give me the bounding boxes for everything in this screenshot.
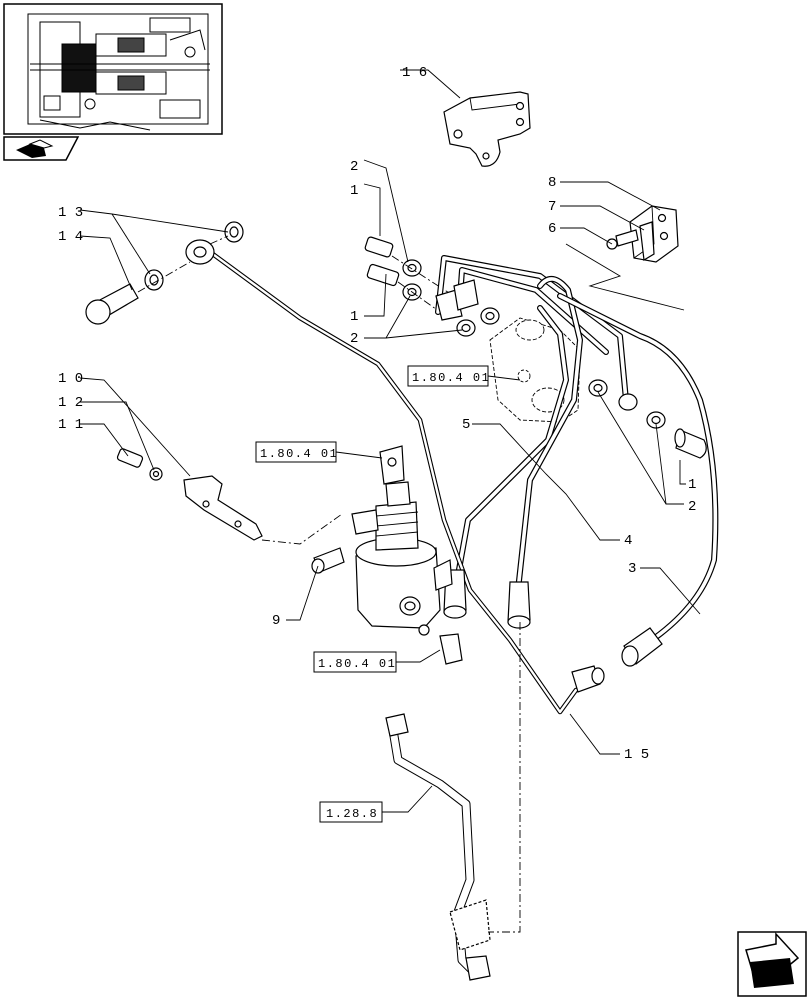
callout-2-upper: 2	[350, 159, 358, 175]
callout-7: 7	[548, 199, 556, 215]
part-8-clamp	[560, 181, 685, 311]
bracket-10-bolt-11-washer-12	[116, 448, 343, 545]
cylinder-assembly	[311, 445, 463, 665]
reference-box-c[interactable]: 1.80.4 01	[313, 649, 441, 673]
callout-2-right: 2	[688, 499, 696, 515]
callout-12: 1 2	[58, 395, 83, 411]
callout-15: 1 5	[624, 747, 649, 763]
reference-label: 1.28.8	[326, 807, 378, 821]
reference-box-b[interactable]: 1.80.4 01	[255, 441, 383, 463]
callout-16: 1 6	[402, 65, 427, 81]
callout-1-middle: 1	[350, 309, 358, 325]
valve-block-ghost	[489, 317, 581, 423]
callout-1-right: 1	[688, 477, 696, 493]
reference-box-d[interactable]: 1.28.8	[319, 785, 433, 823]
callout-4: 4	[624, 533, 632, 549]
reference-box-a[interactable]: 1.80.4 01	[407, 365, 521, 387]
callout-9: 9	[272, 613, 280, 629]
reference-label: 1.80.4 01	[260, 447, 338, 461]
callout-11: 1 1	[58, 417, 83, 433]
callout-5: 5	[462, 417, 470, 433]
callout-10: 1 0	[58, 371, 83, 387]
reference-label: 1.80.4 01	[412, 371, 490, 385]
callout-8: 8	[548, 175, 556, 191]
callout-2-middle: 2	[350, 331, 358, 347]
next-page-arrow-icon[interactable]	[737, 931, 807, 997]
previous-page-arrow-icon[interactable]	[3, 136, 80, 161]
pipe-fittings	[435, 279, 707, 693]
callout-3: 3	[628, 561, 636, 577]
assembly-thumbnail[interactable]	[3, 3, 223, 135]
reference-label: 1.80.4 01	[318, 657, 396, 671]
lower-pipe-1-28-8	[385, 622, 521, 981]
callout-1-upper: 1	[350, 183, 358, 199]
part-callouts: 1 6 8 7 6 2 1 1 3 1 4 1 2 1 0 1 2 1 1 5 …	[58, 65, 696, 763]
hydraulic-pipes	[207, 249, 719, 715]
leader-lines	[79, 159, 701, 755]
banjo-bolts-upper	[364, 236, 500, 337]
callout-6: 6	[548, 221, 556, 237]
callout-13: 1 3	[58, 205, 83, 221]
bolt-14-and-washers-13	[85, 221, 244, 325]
part-16-bracket	[400, 69, 531, 167]
callout-14: 1 4	[58, 229, 83, 245]
